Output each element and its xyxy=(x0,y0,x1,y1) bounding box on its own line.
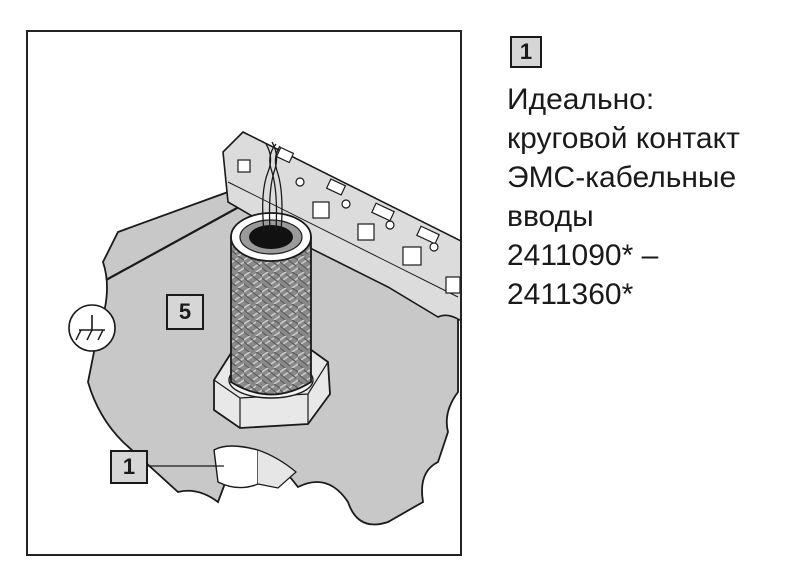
callout-5-badge: 5 xyxy=(166,294,204,330)
legend-text: Идеально: круговой контакт ЭМС-кабельные… xyxy=(507,80,790,314)
perforated-rail xyxy=(222,131,460,322)
legend-key-badge: 1 xyxy=(510,36,542,68)
legend-line: ЭМС-кабельные xyxy=(507,161,737,194)
panel-edge xyxy=(105,201,249,281)
legend-part-number: 2411090* – xyxy=(507,239,659,272)
legend-line: Идеально: xyxy=(507,83,655,116)
legend-part-number: 2411360* xyxy=(507,278,634,311)
legend-line: круговой контакт xyxy=(507,122,740,155)
ground-icon xyxy=(68,304,116,352)
cable-wires xyxy=(262,141,283,233)
contact-detail xyxy=(213,445,259,489)
braided-cable xyxy=(230,236,312,396)
callout-1-badge: 1 xyxy=(110,450,148,484)
emc-cable-gland-drawing xyxy=(68,131,460,526)
diagram-frame: 5 1 xyxy=(26,30,462,556)
legend-line: вводы xyxy=(507,200,594,233)
